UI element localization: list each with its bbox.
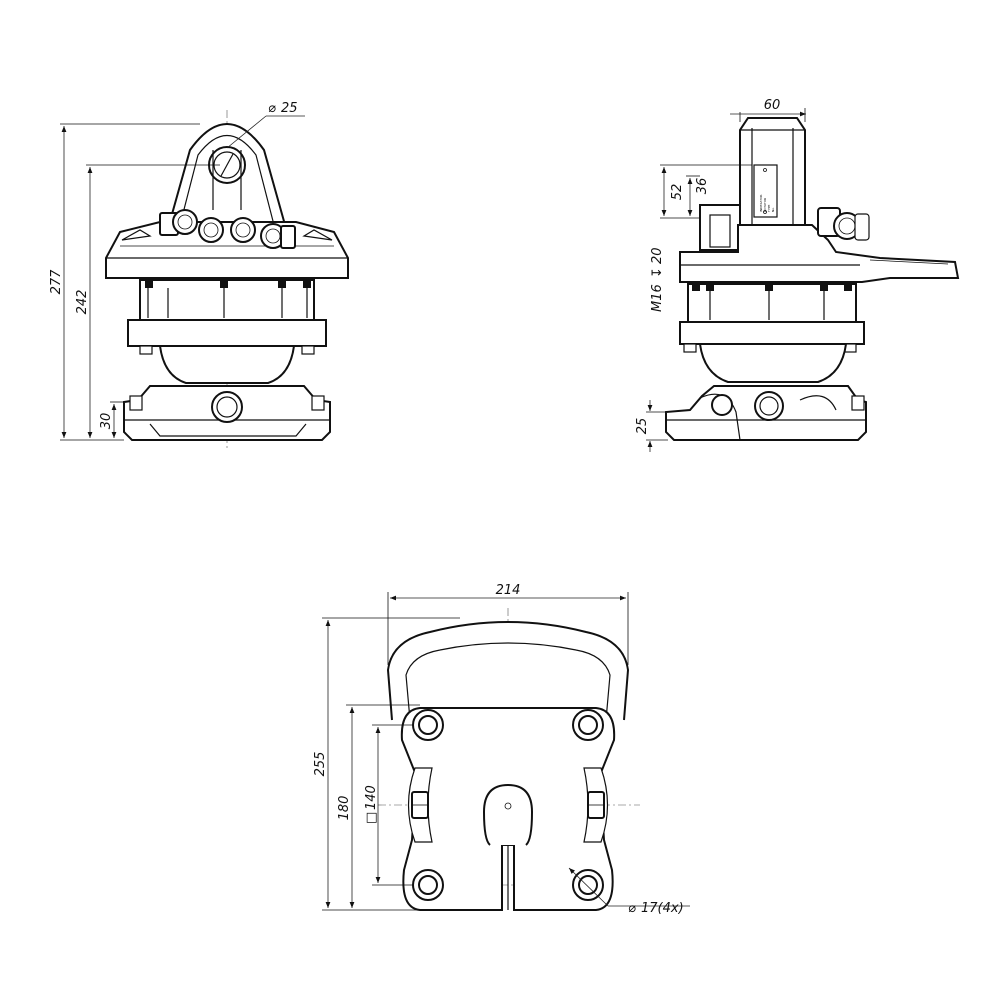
side-nameplate-rivet	[763, 168, 767, 172]
side-thread-depth-symbol: ↧	[650, 267, 665, 278]
side-lower-flange	[679, 321, 865, 345]
dim-140-label: 140	[364, 785, 379, 810]
side-rotor-bowl	[698, 343, 848, 383]
front-base-chamfer	[149, 423, 307, 437]
side-hydraulic-fitting	[817, 207, 870, 241]
side-view: INDEXATOR ROTATOR TYPE No.	[635, 98, 960, 452]
dim-242-label: 242	[75, 290, 90, 315]
front-base-port-inner	[216, 396, 238, 418]
dim-d25-label: 25	[281, 101, 298, 116]
svg-text:No.: No.	[771, 207, 775, 212]
side-boss-inner	[709, 214, 731, 248]
bottom-handle-outer	[386, 621, 630, 721]
svg-text:TYPE: TYPE	[767, 205, 771, 213]
front-pin-slash	[220, 153, 234, 177]
side-bolt-ring	[687, 283, 857, 323]
bottom-view: 214 255 180 □ 140 ⌀ 17(4x)	[313, 583, 690, 916]
side-housing-arm	[679, 224, 960, 283]
side-base-bolt	[851, 395, 865, 411]
dim-d25-leader	[226, 115, 267, 149]
front-eye-lug-inner	[179, 134, 275, 226]
dim-52-label: 52	[670, 184, 685, 201]
bottom-center-hub	[482, 783, 534, 846]
front-rotor-bowl	[158, 345, 296, 384]
front-hydraulic-fittings	[159, 209, 296, 249]
bottom-center-mark	[504, 802, 512, 810]
dim-25-label: 25	[635, 418, 650, 435]
dim-180-label: 180	[337, 796, 352, 821]
bottom-mount-holes	[412, 709, 604, 901]
bottom-handle-inner	[405, 642, 611, 721]
front-base-port	[211, 391, 243, 423]
side-nameplate	[753, 164, 778, 218]
side-thread-label: M16	[650, 284, 665, 312]
front-upper-housing	[105, 221, 349, 279]
side-base-port	[754, 391, 784, 421]
dim-60-label: 60	[764, 98, 781, 113]
side-arm-detail	[869, 259, 949, 265]
dim-hole-leader	[568, 867, 609, 907]
side-nameplate-rivet	[763, 210, 767, 214]
dim-140-symbol: □	[364, 812, 379, 824]
front-lower-flange	[127, 319, 327, 347]
dim-255-label: 255	[313, 752, 328, 777]
side-thread-depth: 20	[650, 247, 665, 264]
dim-hole-label: 17(4x)	[641, 901, 684, 916]
side-nameplate-text: INDEXATOR ROTATOR TYPE No.	[759, 195, 775, 214]
side-boss	[699, 204, 741, 251]
front-base-bolt-right	[311, 395, 325, 411]
dim-30-label: 30	[99, 413, 114, 430]
front-view: 277 242 30 ⌀ 25	[49, 101, 349, 448]
side-base-curve-right	[799, 395, 837, 411]
dim-36-label: 36	[695, 178, 710, 195]
side-base-pin	[711, 394, 733, 416]
dim-214-label: 214	[496, 583, 521, 598]
dim-hole-symbol: ⌀	[628, 901, 636, 916]
dim-d25-symbol: ⌀	[268, 101, 276, 116]
front-bolt-ring	[139, 279, 315, 321]
front-base-bolt-left	[129, 395, 143, 411]
dim-277-label: 277	[49, 269, 64, 295]
front-housing-wings	[121, 229, 333, 241]
svg-text:ROTATOR: ROTATOR	[763, 198, 767, 212]
side-base-port-inner	[759, 396, 779, 416]
svg-text:INDEXATOR: INDEXATOR	[759, 195, 763, 213]
